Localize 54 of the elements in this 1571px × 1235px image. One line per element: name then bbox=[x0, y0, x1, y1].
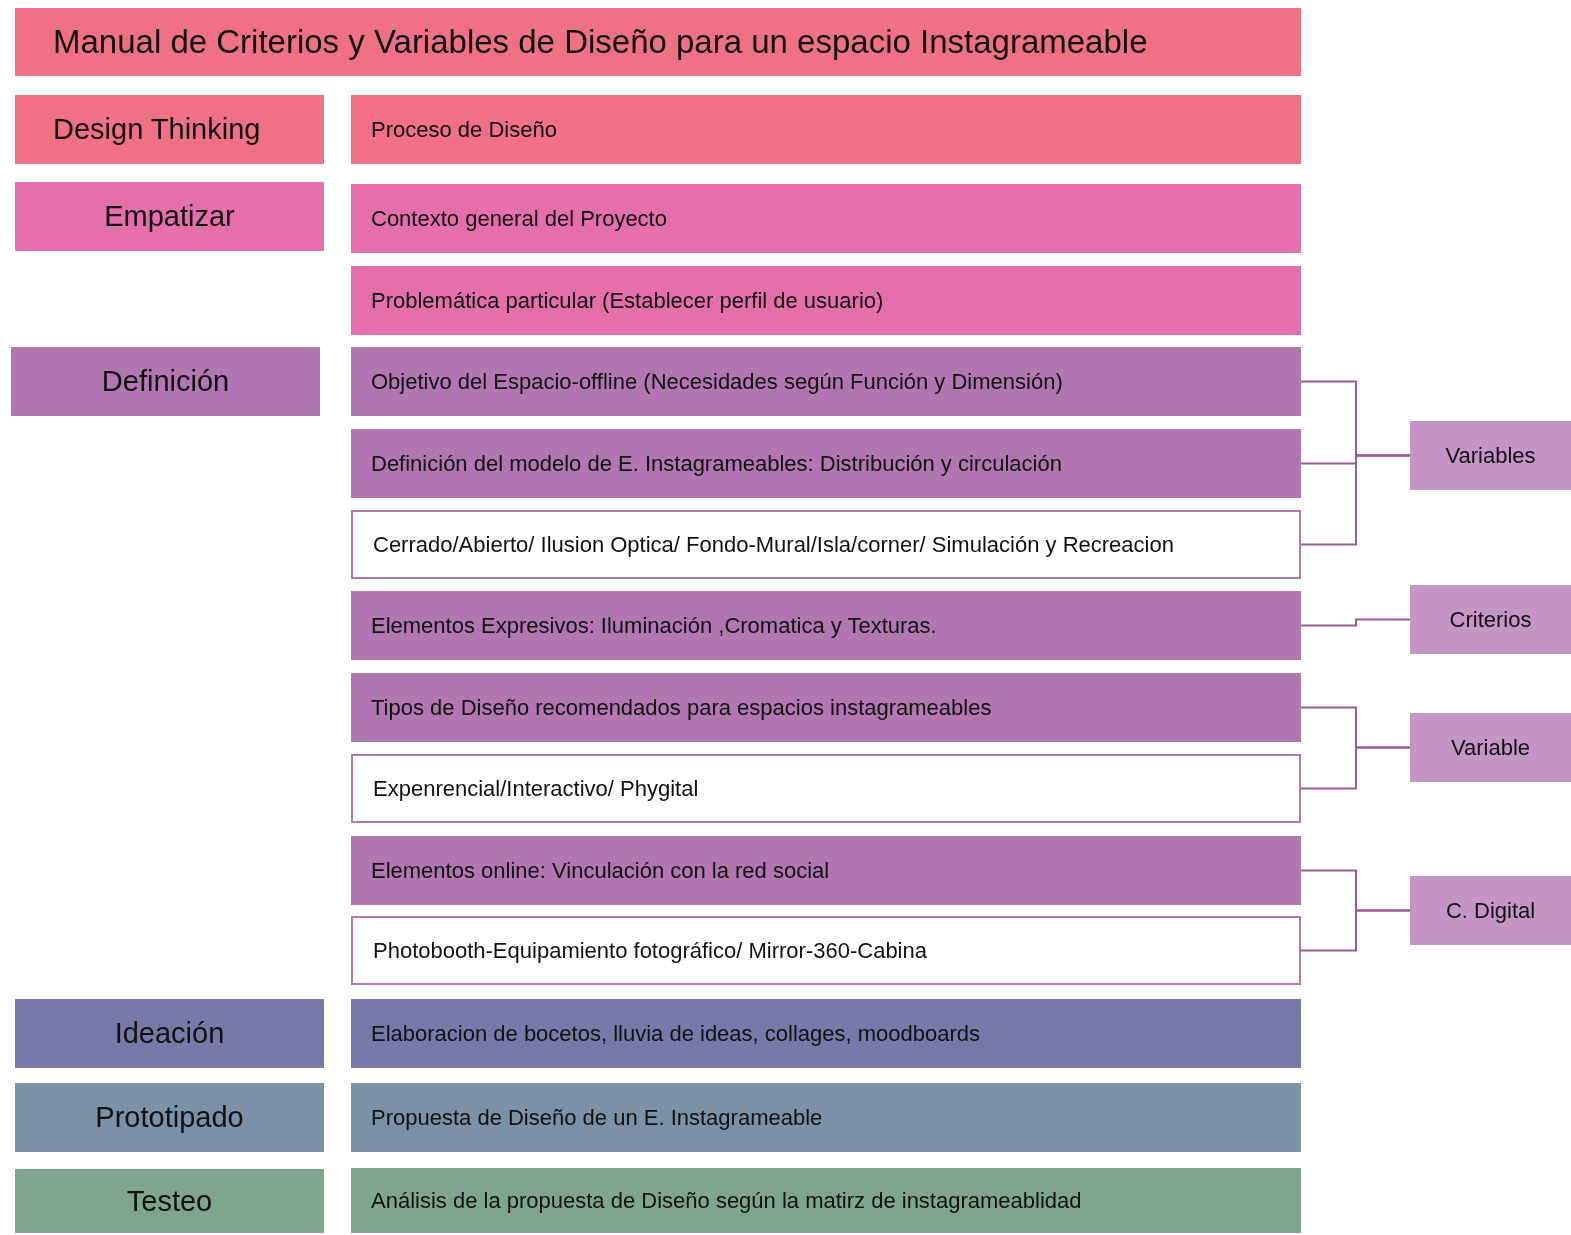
step-box bbox=[351, 916, 1301, 985]
category-label: Variable bbox=[1450, 734, 1531, 761]
category-box bbox=[1410, 713, 1571, 782]
step-label: Cerrado/Abierto/ Ilusion Optica/ Fondo-Mural/Isla/corner/ Simulación y Recreacion bbox=[373, 531, 1174, 558]
step-label: Elementos online: Vinculación con la red social bbox=[371, 857, 830, 884]
step-label: Tipos de Diseño recomendados para espacios instagrameables bbox=[371, 694, 992, 721]
step-label: Análisis de la propuesta de Diseño según la matirz de instagrameablidad bbox=[371, 1187, 1082, 1214]
step-label: Objetivo del Espacio-offline (Necesidades según Función y Dimensión) bbox=[371, 368, 1063, 395]
step-box bbox=[351, 510, 1301, 579]
phase-label: Empatizar bbox=[104, 200, 235, 233]
phase-box bbox=[15, 1169, 324, 1233]
phase-label: Ideación bbox=[114, 1017, 225, 1050]
phase-label: Testeo bbox=[126, 1184, 213, 1218]
title-text: Manual de Criterios y Variables de Diseño para un espacio Instagrameable bbox=[53, 23, 1148, 61]
phase-label: Prototipado bbox=[95, 1101, 244, 1134]
step-label: Definición del modelo de E. Instagrameables: Distribución y circulación bbox=[371, 450, 1062, 477]
category-box bbox=[1410, 585, 1571, 654]
step-label: Proceso de Diseño bbox=[371, 116, 557, 143]
category-box bbox=[1410, 876, 1571, 945]
step-box bbox=[351, 591, 1301, 660]
step-label: Propuesta de Diseño de un E. Instagrameable bbox=[371, 1104, 823, 1131]
step-box bbox=[351, 1083, 1301, 1152]
step-label: Problemática particular (Establecer perfil de usuario) bbox=[371, 287, 884, 314]
step-label: Contexto general del Proyecto bbox=[371, 205, 667, 232]
phase-box bbox=[15, 95, 324, 164]
category-box bbox=[1410, 421, 1571, 490]
bracket-line bbox=[1300, 454, 1411, 546]
bracket-line bbox=[1300, 618, 1411, 627]
category-label: Variables bbox=[1445, 442, 1536, 469]
step-box bbox=[351, 1168, 1301, 1233]
phase-label: Definición bbox=[101, 365, 230, 398]
step-box bbox=[351, 184, 1301, 253]
bracket-line bbox=[1300, 746, 1411, 790]
phase-box bbox=[15, 999, 324, 1068]
step-label: Expenrencial/Interactivo/ Phygital bbox=[373, 775, 699, 802]
bracket-line bbox=[1300, 909, 1411, 952]
phase-box bbox=[15, 182, 324, 251]
phase-box bbox=[11, 347, 320, 416]
phase-label: Design Thinking bbox=[53, 113, 261, 146]
step-box bbox=[351, 266, 1301, 335]
step-box bbox=[351, 999, 1301, 1068]
step-label: Photobooth-Equipamiento fotográfico/ Mirror-360-Cabina bbox=[373, 937, 927, 964]
step-box bbox=[351, 347, 1301, 416]
title-banner bbox=[15, 8, 1301, 76]
step-label: Elementos Expresivos: Iluminación ,Cromatica y Texturas. bbox=[371, 612, 937, 639]
category-label: Criterios bbox=[1449, 606, 1532, 633]
step-box bbox=[351, 673, 1301, 742]
phase-box bbox=[15, 1083, 324, 1152]
step-box bbox=[351, 754, 1301, 823]
step-box bbox=[351, 429, 1301, 498]
step-label: Elaboracion de bocetos, lluvia de ideas, collages, moodboards bbox=[371, 1020, 981, 1047]
step-box bbox=[351, 836, 1301, 905]
step-box bbox=[351, 95, 1301, 164]
category-label: C. Digital bbox=[1445, 897, 1536, 924]
